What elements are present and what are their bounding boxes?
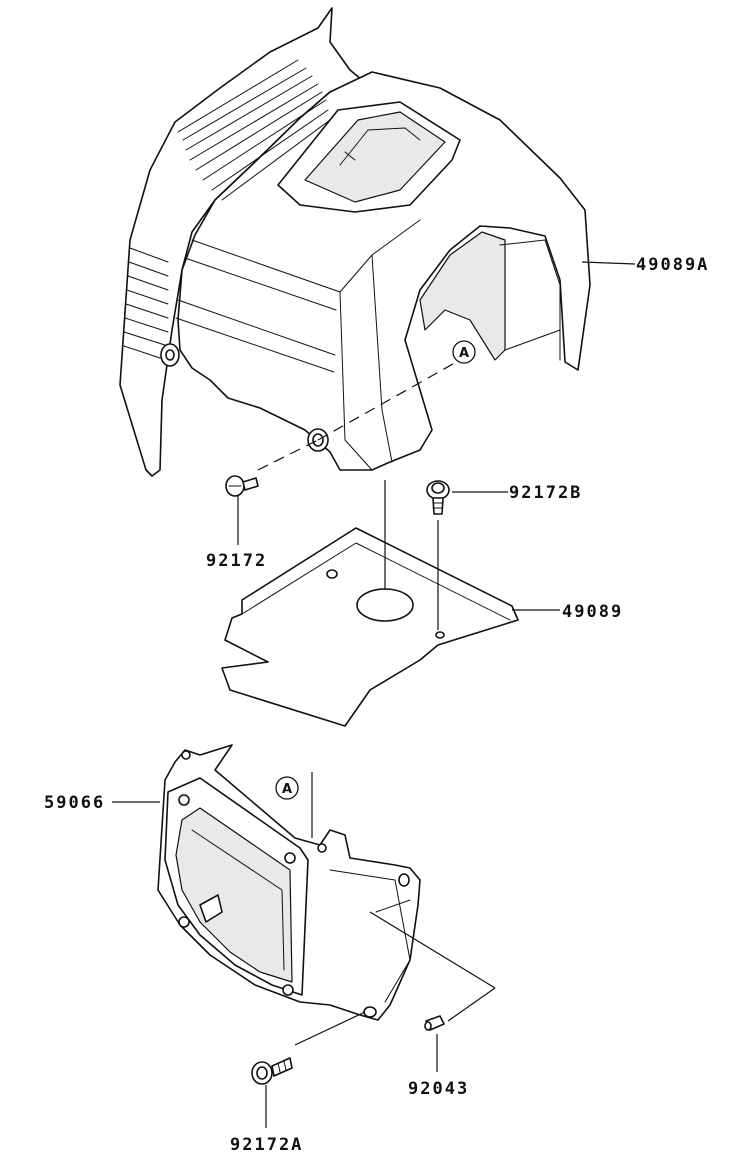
ref-marker-upper: A (452, 340, 476, 364)
cover-vent-slots-top (177, 59, 331, 201)
svg-text:A: A (282, 782, 292, 797)
assembly-lines (257, 359, 496, 1046)
cover-vent-slots-side (123, 247, 169, 359)
label-59066: 59066 (44, 793, 105, 813)
label-92172: 92172 (206, 551, 267, 571)
leader-lines (112, 261, 636, 1128)
screw-92172B-icon (426, 480, 450, 515)
pin-92043-icon (424, 1015, 445, 1031)
engine-cover-49089A (119, 7, 591, 477)
screw-92172A-icon (251, 1057, 293, 1085)
label-49089: 49089 (562, 602, 623, 622)
label-92043: 92043 (408, 1079, 469, 1099)
label-49089A: 49089A (636, 255, 709, 275)
ref-marker-lower: A (275, 776, 299, 800)
plate-49089 (221, 527, 519, 727)
fan-housing-59066 (157, 744, 421, 1021)
label-92172B: 92172B (509, 483, 582, 503)
svg-text:A: A (459, 346, 469, 361)
screw-92172-icon (225, 475, 259, 497)
label-92172A: 92172A (230, 1135, 303, 1155)
